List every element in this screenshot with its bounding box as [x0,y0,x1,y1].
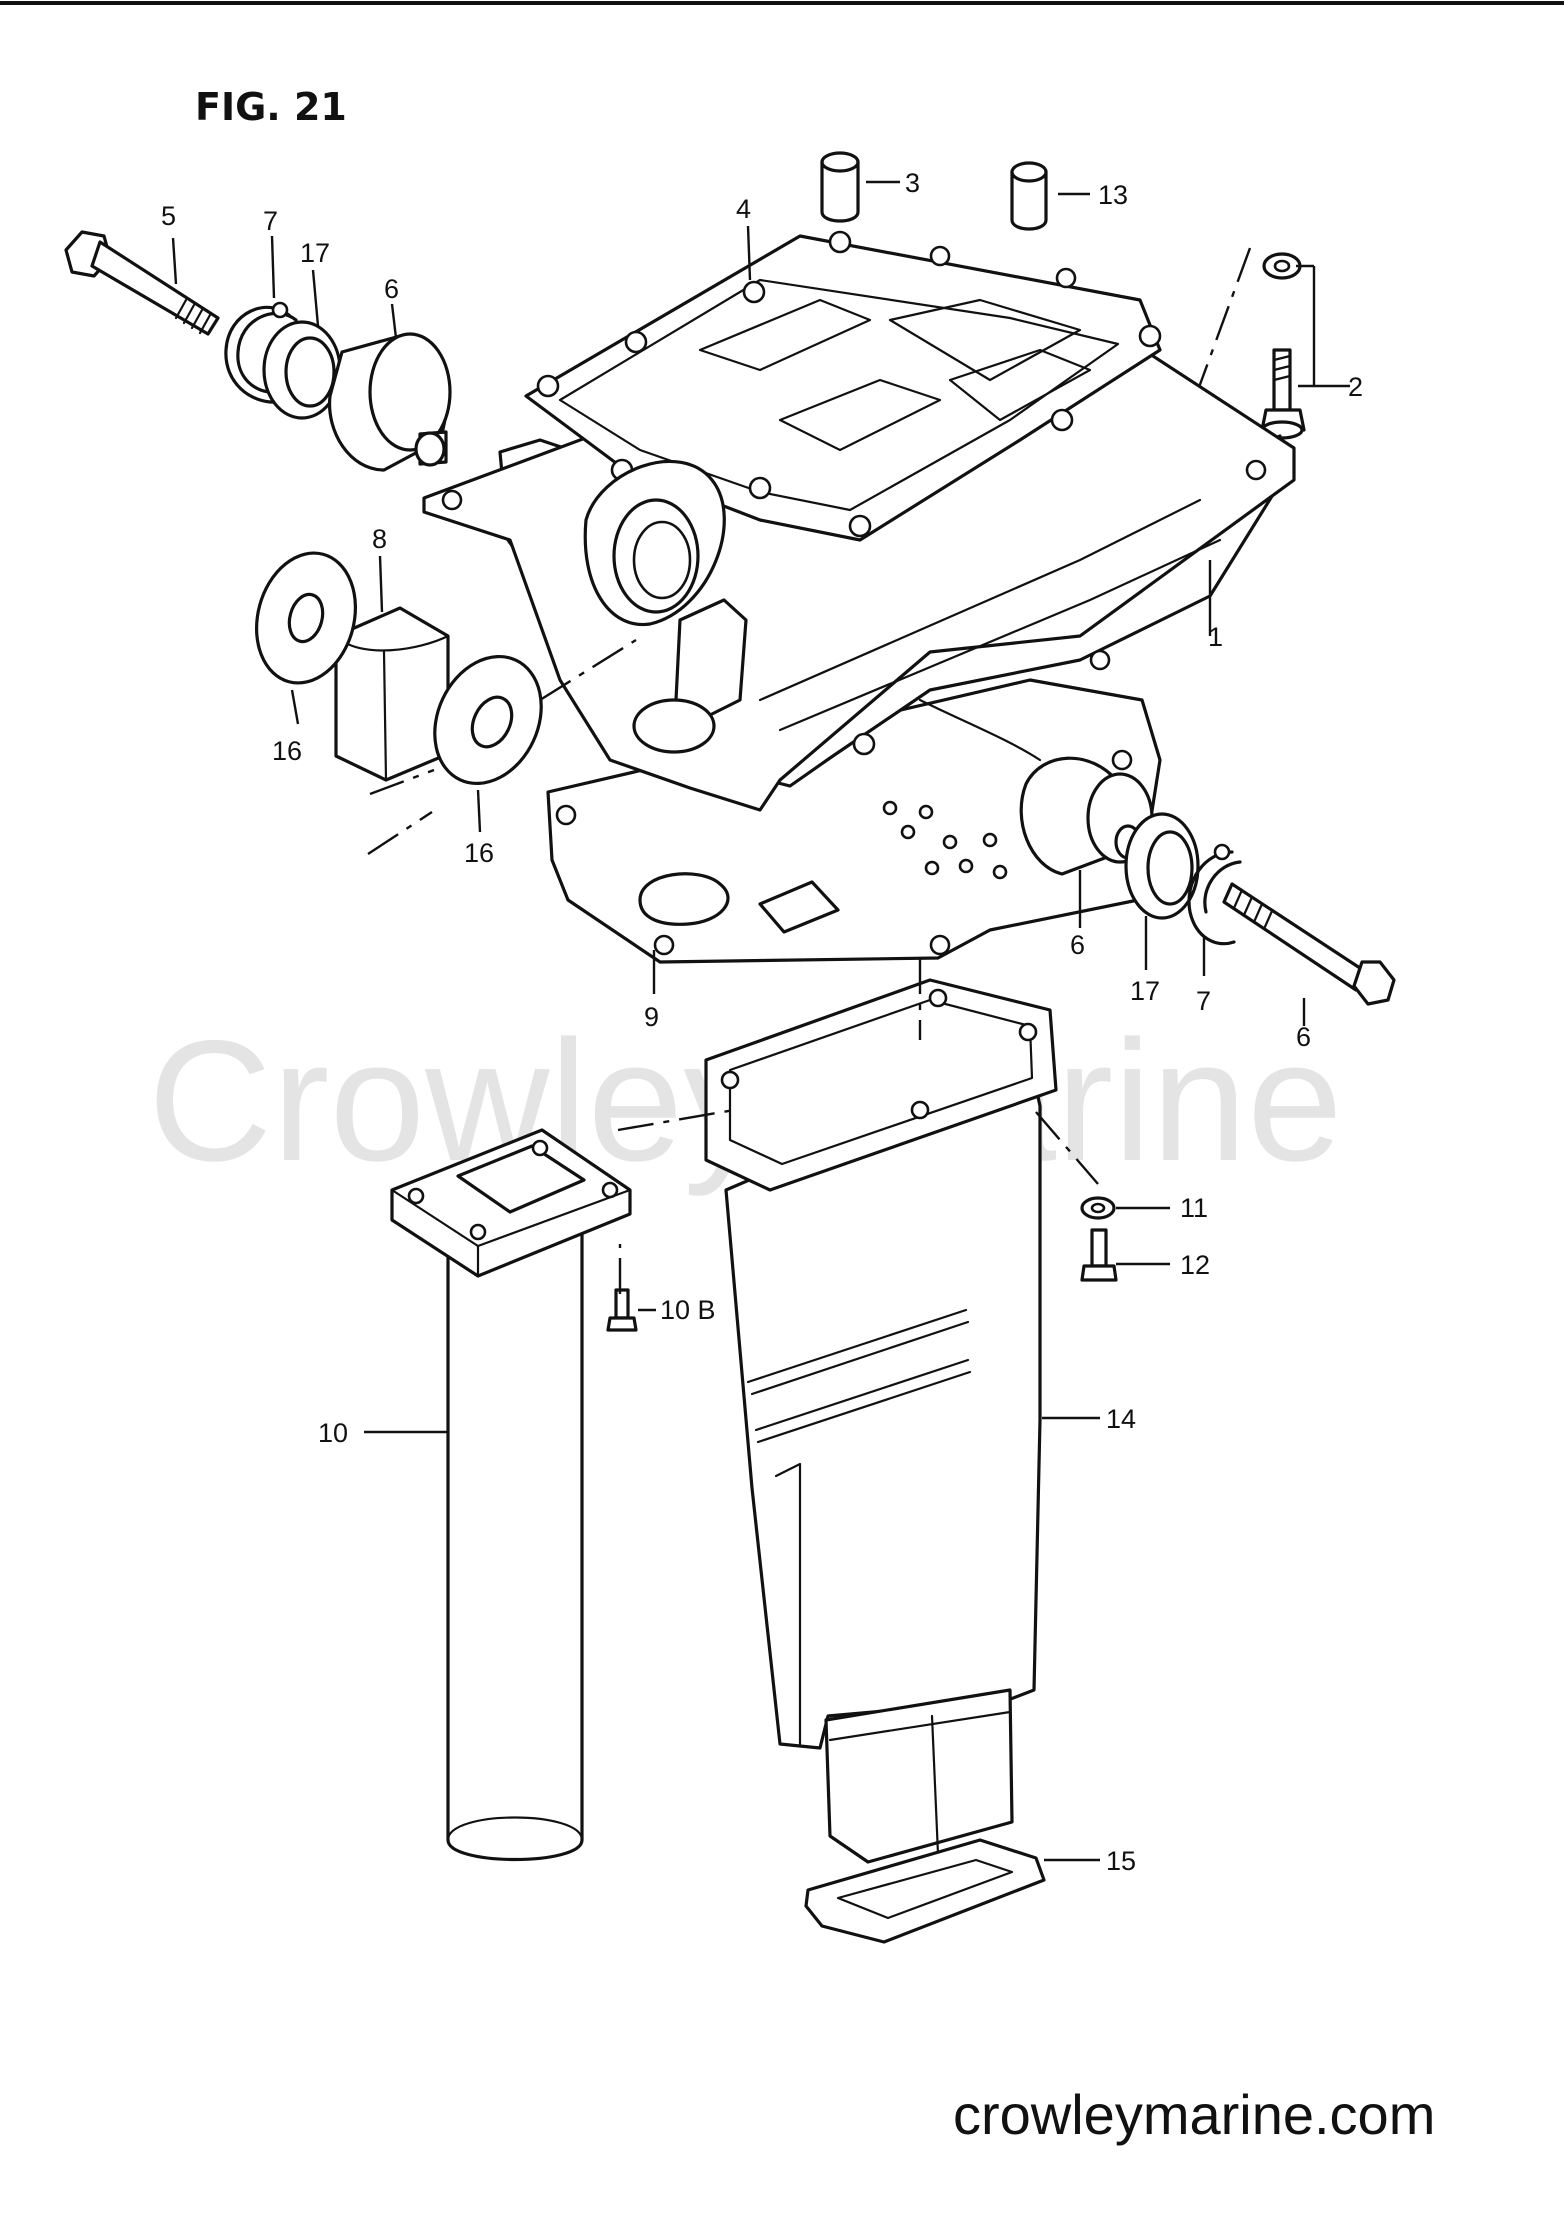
part-9-gasket-plate [546,678,1162,964]
callout-9: 9 [644,1002,659,1032]
part-7-circlip-lower [1187,843,1242,946]
part-13-dowel-pin [1010,161,1048,231]
part-17-washer-lower [1124,812,1200,920]
callout-1: 1 [1208,622,1223,652]
part-15-seal [804,1838,1046,1944]
part-16-washer-right [433,654,543,786]
callout-3: 3 [905,168,920,198]
callout-8: 8 [372,524,387,554]
part-11-washer [1080,1196,1116,1220]
part-10-exhaust-tube [390,1128,632,1862]
callout-6-upper: 6 [384,274,399,304]
callout-4: 4 [736,194,751,224]
footer-url: crowleymarine.com [953,2083,1435,2146]
part-6-mount-upper [327,332,452,472]
callout-10: 10 [318,1418,348,1448]
guide-line-16b [367,810,433,856]
callout-16-right: 16 [464,838,494,868]
callout-5: 5 [161,201,176,231]
callout-13: 13 [1098,180,1128,210]
callout-6-bolt: 6 [1296,1022,1311,1052]
callout-10b: 10 B [660,1295,716,1325]
callout-11: 11 [1180,1193,1208,1223]
part-12-bolt [1080,1228,1118,1282]
callout-12: 12 [1180,1250,1210,1280]
part-1-engine-holder [422,230,1296,812]
callout-17-lower: 17 [1130,976,1160,1006]
callout-6-lower: 6 [1070,930,1085,960]
guide-line-16 [369,768,435,796]
figure-title: FIG. 21 [195,85,347,129]
callout-7-lower: 7 [1196,986,1211,1016]
callout-leaders [171,180,1350,1862]
guide-line-8 [539,638,637,702]
callout-16-left: 16 [272,736,302,766]
callout-2: 2 [1348,372,1363,402]
part-17-washer [262,320,342,420]
part-16-washer-left [254,551,358,685]
callout-15: 15 [1106,1846,1136,1876]
part-7-circlip [224,301,298,404]
part-10b-bolt [606,1288,638,1332]
part-5-bolt [64,230,220,336]
part-6-bolt-lower [1222,882,1396,1006]
part-14-drive-shaft-housing [617,958,1099,1864]
callout-14: 14 [1106,1404,1136,1434]
callout-7-upper: 7 [263,206,278,236]
callout-17-upper: 17 [300,238,330,268]
part-3-dowel-pin [820,151,860,223]
